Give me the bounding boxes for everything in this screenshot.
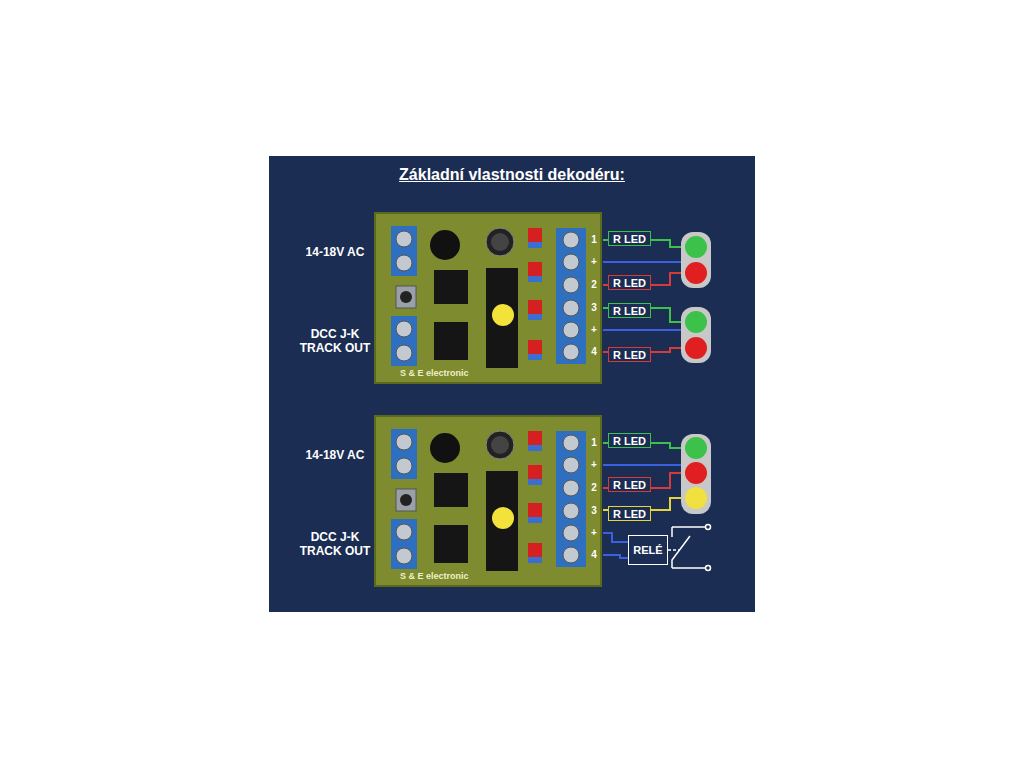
pcb-silkscreen: S & E electronic [400,571,530,582]
terminal-number: 2 [588,482,600,494]
power-label: 14-18V AC [290,448,380,462]
led-label: R LED [613,508,646,520]
relay-label: RELÉ [633,544,662,556]
track-label: DCC J-K TRACK OUT [290,530,380,558]
terminal-number: 3 [588,505,600,517]
led-box: R LED [608,506,651,521]
terminal-number: + [588,527,600,539]
relay-box: RELÉ [628,535,668,565]
led-box: R LED [608,231,651,246]
led-box: R LED [608,275,651,290]
diagram-title: Základní vlastnosti dekodéru: [269,166,755,184]
terminal-number: + [588,459,600,471]
terminal-number: 4 [588,549,600,561]
terminal-number: 1 [588,437,600,449]
led-label: R LED [613,277,646,289]
track-label: DCC J-K TRACK OUT [290,327,380,355]
power-label: 14-18V AC [290,245,380,259]
led-box: R LED [608,347,651,362]
led-box: R LED [608,433,651,448]
led-label: R LED [613,479,646,491]
led-box: R LED [608,303,651,318]
led-label: R LED [613,233,646,245]
terminal-number: 3 [588,302,600,314]
terminal-number: + [588,324,600,336]
terminal-number: 2 [588,279,600,291]
led-label: R LED [613,305,646,317]
pcb-silkscreen: S & E electronic [400,368,530,379]
led-label: R LED [613,349,646,361]
terminal-number: + [588,256,600,268]
terminal-number: 4 [588,346,600,358]
terminal-number: 1 [588,234,600,246]
led-box: R LED [608,477,651,492]
led-label: R LED [613,435,646,447]
